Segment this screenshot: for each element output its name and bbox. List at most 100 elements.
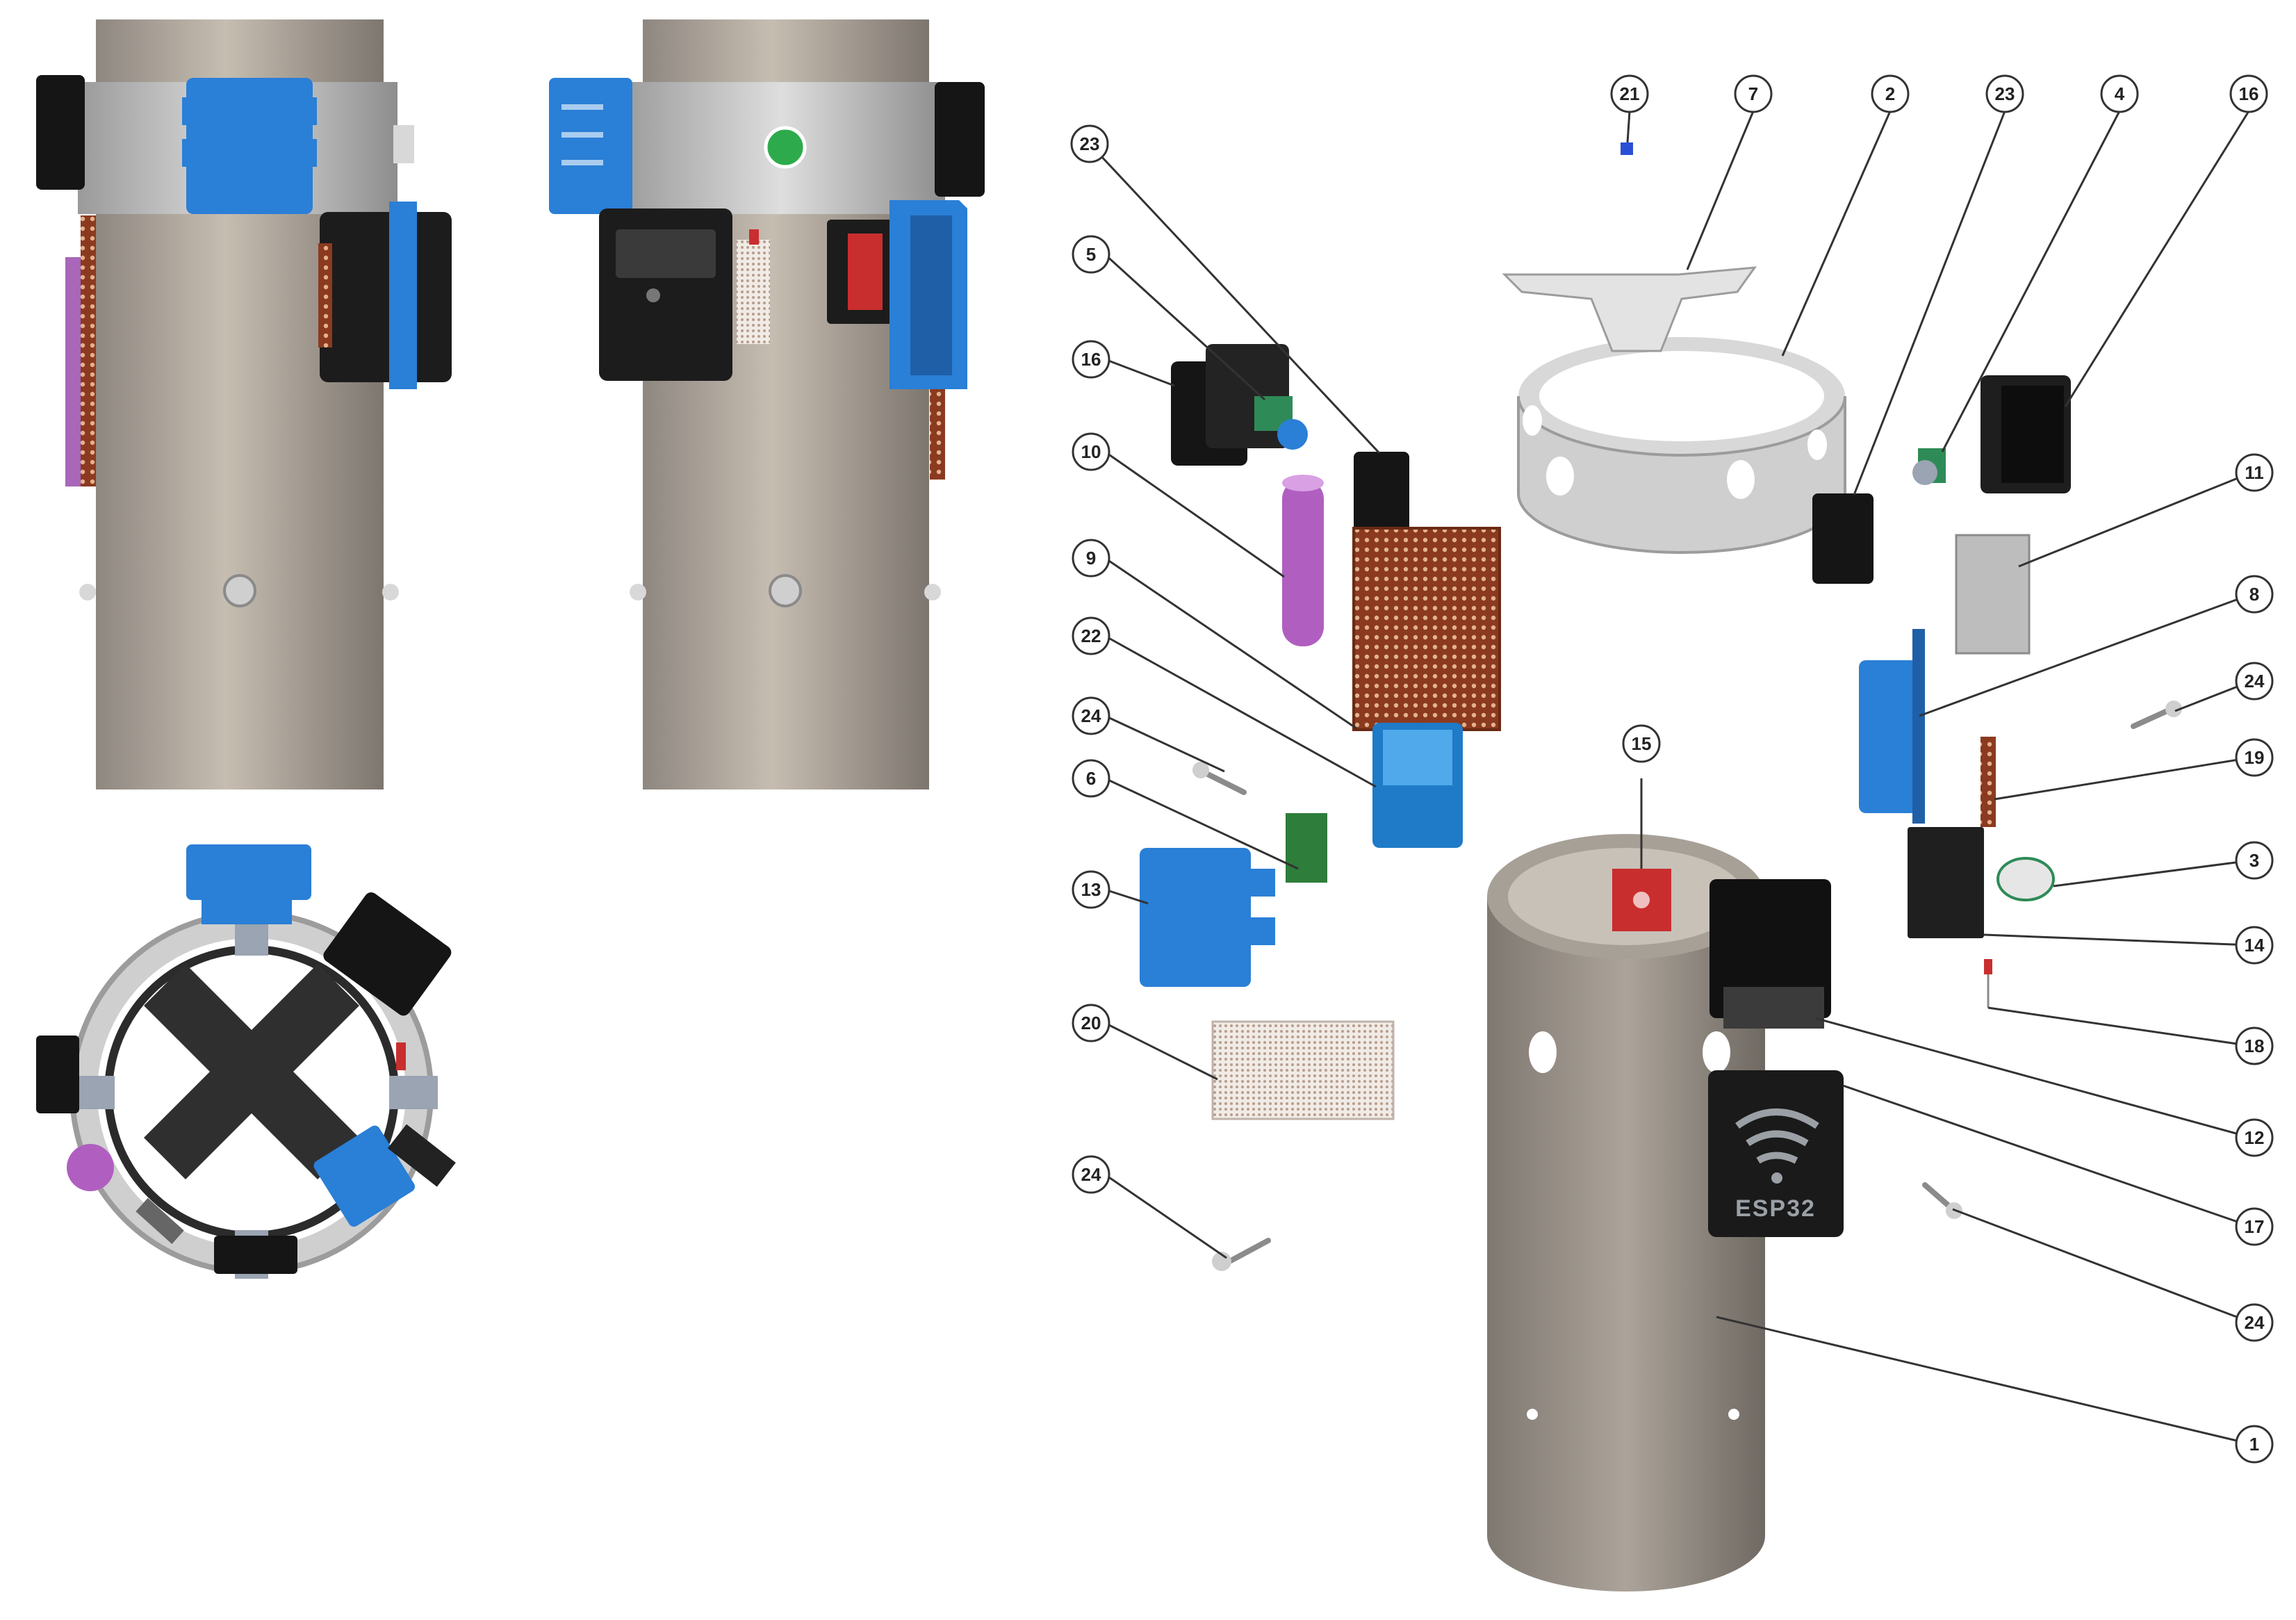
balloon-24a: 24 [1072,696,1110,735]
balloon-label: 24 [1081,705,1101,726]
balloon-2: 2 [1871,74,1910,113]
balloon-18: 18 [2235,1026,2274,1065]
balloon-label: 24 [2245,671,2265,692]
part-20-mesh [1211,1020,1395,1120]
front-view [36,19,452,789]
balloon-circle [1985,74,2024,113]
part-7-clip [1502,266,1757,352]
balloon-circle [1072,340,1110,379]
balloon-23b: 23 [1985,74,2024,113]
exploded-view: ESP32 [1140,142,2182,1592]
balloon-label: 22 [1081,625,1101,646]
part-18-led [1984,959,1992,1008]
part-11-board [1955,534,2031,655]
balloon-circle [2235,1118,2274,1157]
balloon-label: 3 [2249,850,2259,871]
balloon-label: 24 [1081,1164,1101,1185]
balloon-5: 5 [1072,235,1110,274]
balloon-14: 14 [2235,926,2274,965]
balloon-label: 21 [1620,83,1640,104]
part-1-tube [1487,897,1765,1592]
balloon-8: 8 [2235,575,2274,614]
balloon-16b: 16 [2229,74,2268,113]
balloon-circle [1072,1004,1110,1042]
balloon-6: 6 [1072,759,1110,798]
balloon-label: 10 [1081,441,1101,462]
balloon-circle [2229,74,2268,113]
balloon-label: 16 [2239,83,2259,104]
balloon-circle [2235,662,2274,701]
balloon-21: 21 [1610,74,1649,113]
balloon-15: 15 [1622,724,1661,763]
balloon-label: 6 [1086,768,1096,789]
part-13-blue-holder [1140,848,1275,987]
part-24b-pin [1212,1238,1271,1271]
balloon-circle [2100,74,2139,113]
balloon-circle [1622,724,1661,763]
balloon-circle [1610,74,1649,113]
part-6-pcb [1286,813,1327,883]
part-17-esp32-case: ESP32 [1708,1070,1844,1237]
balloon-11: 11 [2235,453,2274,492]
part-2-ring [1517,337,1846,554]
part-3-buzzer [1996,857,2055,901]
balloon-circle [1072,696,1110,735]
balloon-circle [1072,759,1110,798]
balloon-23a: 23 [1070,124,1109,163]
part-22-blue-box [1372,723,1463,848]
balloon-24c: 24 [2235,662,2274,701]
balloon-7: 7 [1734,74,1773,113]
balloon-22: 22 [1072,616,1110,655]
balloon-label: 14 [2245,935,2265,956]
balloon-label: 4 [2115,83,2125,104]
part-24d-pin [1922,1182,1962,1219]
top-view [36,844,456,1279]
balloon-circle [1871,74,1910,113]
part-14-module [1908,827,1984,938]
balloon-label: 20 [1081,1013,1101,1033]
balloon-13: 13 [1072,870,1110,909]
balloon-circle [2235,453,2274,492]
part-9-perfboard [1352,527,1501,731]
balloon-circle [2235,841,2274,880]
esp32-label: ESP32 [1735,1195,1816,1222]
balloon-circle [2235,1425,2274,1464]
balloon-circle [1072,432,1110,471]
balloon-4: 4 [2100,74,2139,113]
balloon-19: 19 [2235,738,2274,777]
balloon-9: 9 [1072,539,1110,578]
balloon-label: 8 [2249,584,2259,605]
part-4-sensor [1912,448,1946,485]
balloon-24d: 24 [2235,1303,2274,1342]
balloon-circle [2235,575,2274,614]
balloon-circle [2235,1207,2274,1246]
part-15-board [1612,869,1671,931]
side-view [549,19,985,789]
balloon-label: 23 [1995,83,2015,104]
part-23b-box [1812,493,1873,584]
balloon-label: 12 [2245,1127,2265,1148]
part-19-header [1981,737,1996,827]
balloon-label: 24 [2245,1312,2265,1333]
balloon-circle [2235,1026,2274,1065]
balloon-circle [1070,124,1109,163]
part-8-blue-cover [1859,629,1925,824]
balloon-label: 23 [1080,133,1100,154]
balloon-16a: 16 [1072,340,1110,379]
balloon-label: 7 [1748,83,1758,104]
balloon-12: 12 [2235,1118,2274,1157]
balloon-label: 11 [2245,462,2264,483]
balloon-label: 15 [1632,733,1652,754]
balloon-group: 23 5 16 10 9 22 24 6 13 20 24 21 7 2 23 4 16 11 8 24 19 3 14 18… [1070,74,2274,1464]
balloon-circle [1072,616,1110,655]
part-5-sensor [1254,396,1308,450]
balloon-circle [2235,738,2274,777]
part-12-case-back [1709,879,1831,1029]
balloon-1: 1 [2235,1425,2274,1464]
balloon-17: 17 [2235,1207,2274,1246]
balloon-label: 17 [2245,1216,2265,1237]
balloon-circle [1072,870,1110,909]
balloon-label: 2 [1885,83,1895,104]
part-23a-box [1354,452,1409,535]
